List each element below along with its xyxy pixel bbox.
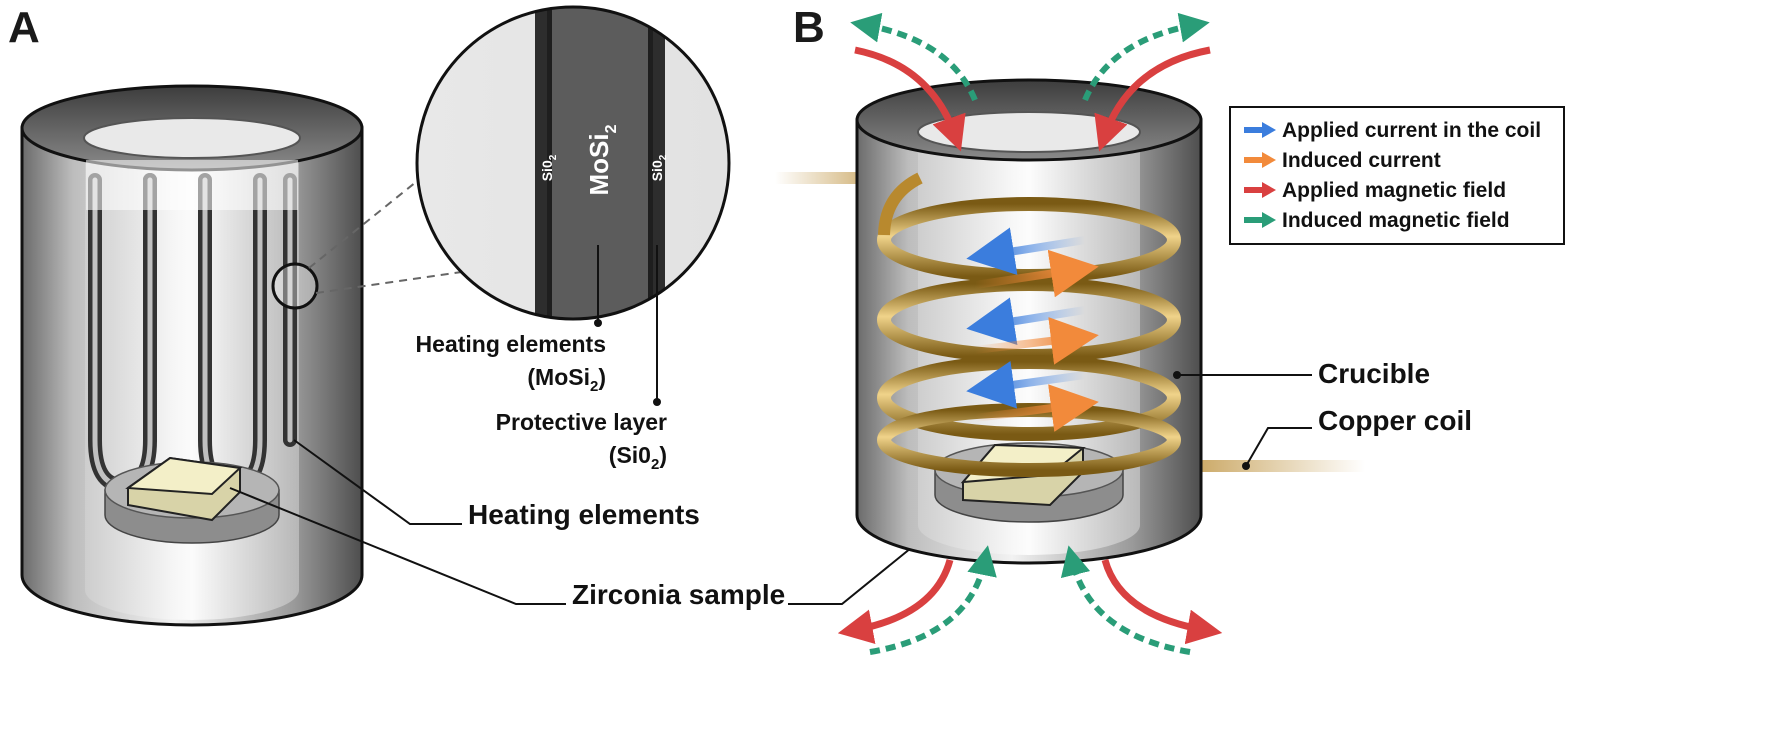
current-arrows — [966, 227, 1099, 432]
zirconia-sample-block — [125, 456, 243, 496]
legend-arrowhead-icon — [1262, 212, 1276, 228]
legend-label: Applied magnetic field — [1282, 179, 1506, 202]
label-heating-elements: Heating elements — [468, 499, 700, 530]
legend-item: Applied current in the coil — [1244, 119, 1541, 142]
label-zirconia-sample: Zirconia sample — [572, 579, 785, 610]
zoom-inset: MoSi2 Si02 Si02 — [415, 5, 731, 321]
legend-item: Induced magnetic field — [1244, 209, 1510, 232]
label-heating-elements-formula: (MoSi2) — [527, 364, 606, 395]
label-crucible: Crucible — [1318, 358, 1430, 389]
legend-label: Induced magnetic field — [1282, 209, 1510, 232]
legend-arrowhead-icon — [1262, 182, 1276, 198]
legend-label: Applied current in the coil — [1282, 119, 1541, 142]
zoom-source-circle — [271, 262, 319, 310]
label-heating-elements-inset: Heating elements — [416, 331, 606, 357]
legend-arrowhead-icon — [1262, 152, 1276, 168]
sample-stage — [104, 456, 280, 544]
label-copper-coil: Copper coil — [1318, 405, 1472, 436]
panel-b-letter: B — [793, 3, 825, 52]
legend-label: Induced current — [1282, 149, 1441, 172]
legend-arrowhead-icon — [1262, 122, 1276, 138]
zoom-sio2-left-label: Si02 — [539, 154, 559, 181]
sample-stage-b — [934, 442, 1124, 523]
zoom-sio2-right-label: Si02 — [649, 154, 669, 181]
label-protective-layer: Protective layer — [496, 409, 667, 435]
legend-item: Induced current — [1244, 149, 1441, 172]
magnetic-field-arrows — [837, 12, 1223, 655]
label-protective-layer-formula: (Si02) — [609, 442, 667, 473]
zoom-mosi2-label: MoSi2 — [584, 124, 620, 195]
legend-item: Applied magnetic field — [1244, 179, 1506, 202]
panel-a-letter: A — [8, 3, 40, 52]
